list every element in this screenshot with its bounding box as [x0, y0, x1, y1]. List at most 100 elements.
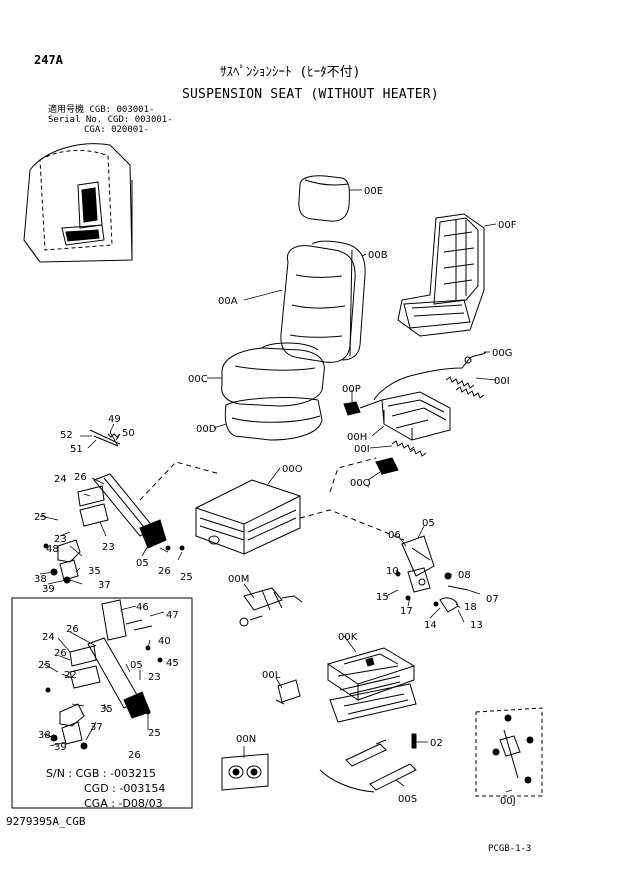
part-label: 25 — [38, 660, 51, 671]
seatbelt-right-assembly — [395, 535, 469, 613]
part-label: 06 — [388, 530, 401, 541]
bracket-00L — [275, 679, 301, 705]
part-label: 38 — [38, 730, 51, 741]
part-label: 07 — [486, 594, 499, 605]
serial-line-3: CGA: 020001- — [84, 125, 150, 135]
part-label: 00G — [492, 348, 512, 359]
inset-line-2: CGD : -003154 — [84, 782, 166, 795]
part-label: 00D — [196, 424, 217, 435]
part-label: 25 — [148, 728, 161, 739]
part-label: 00N — [236, 734, 256, 745]
part-label: 00P — [342, 384, 361, 395]
part-label: 13 — [470, 620, 483, 631]
seatbelt-left-assembly — [43, 429, 185, 584]
part-label: 51 — [70, 444, 83, 455]
cable-00G — [373, 351, 487, 401]
part-label: 00O — [282, 464, 303, 475]
part-label: 08 — [458, 570, 471, 581]
damper-00J — [475, 707, 543, 797]
bolt-02 — [411, 733, 417, 749]
part-label: 00C — [188, 374, 208, 385]
part-label: 45 — [166, 658, 179, 669]
suspension-unit-00O — [195, 479, 301, 555]
part-label: 37 — [98, 580, 111, 591]
part-label: 39 — [54, 742, 67, 753]
inset-serial-note: S/N : CGB : -003215 CGD : -003154 CGA : … — [46, 766, 165, 811]
part-label: 00M — [228, 574, 249, 585]
connector-lines — [139, 457, 405, 541]
part-label: 05 — [136, 558, 149, 569]
suspension-mechanism-00H — [381, 391, 451, 441]
serial-block: 適用号機 CGB: 003001- Serial No. CGD: 003001… — [48, 105, 173, 135]
part-label: 25 — [180, 572, 193, 583]
part-label: 26 — [74, 472, 87, 483]
part-label: 17 — [400, 606, 413, 617]
part-label: 23 — [148, 672, 161, 683]
slide-rail-00K — [326, 647, 417, 723]
leader-lines — [39, 189, 513, 793]
part-label: 00B — [368, 250, 388, 261]
part-label: 37 — [90, 722, 103, 733]
seat-base-00D — [224, 397, 323, 441]
backrest-cover-00B — [311, 240, 366, 361]
sheet-id: PCGB-1-3 — [488, 844, 532, 854]
rails-00S — [319, 739, 417, 793]
part-label: 23 — [102, 542, 115, 553]
title-japanese: ｻｽﾍﾟﾝｼｮﾝｼｰﾄ (ﾋｰﾀ不付) — [220, 65, 361, 80]
inset-line-3: CGA : -D08/03 — [84, 797, 163, 810]
part-label: 52 — [60, 430, 73, 441]
inset-line-1: S/N : CGB : -003215 — [46, 767, 157, 780]
part-label: 40 — [158, 636, 171, 647]
part-label: 24 — [54, 474, 67, 485]
part-label: 39 — [42, 584, 55, 595]
part-label: 05 — [422, 518, 435, 529]
part-labels: 00E00B00F00A00G00C00P00I00D00H00I00Q00O4… — [34, 186, 517, 807]
cab-thumbnail — [23, 143, 133, 263]
caps-00N — [221, 753, 269, 791]
page-number: 247A — [34, 53, 63, 67]
part-label: 00L — [262, 670, 281, 681]
part-label: 23 — [54, 534, 67, 545]
part-label: 00J — [500, 796, 516, 807]
serial-line-2: Serial No. CGD: 003001- — [48, 115, 173, 125]
part-label: 26 — [128, 750, 141, 761]
part-label: 50 — [122, 428, 135, 439]
part-label: 46 — [136, 602, 149, 613]
part-label: 25 — [34, 512, 47, 523]
part-label: 26 — [158, 566, 171, 577]
seat-cushion-00C — [221, 342, 325, 407]
part-label: 26 — [54, 648, 67, 659]
part-label: 47 — [166, 610, 179, 621]
part-label: 10 — [386, 566, 399, 577]
part-label: 48 — [46, 544, 59, 555]
part-label: 05 — [130, 660, 143, 671]
springs-00I-lower — [391, 440, 427, 457]
part-label: 24 — [42, 632, 55, 643]
part-label: 00S — [398, 794, 417, 805]
part-label: 00F — [498, 220, 517, 231]
part-label: 00E — [364, 186, 383, 197]
knob-00Q — [375, 457, 399, 475]
springs-00I-upper — [445, 376, 485, 399]
document-id: 9279395A_CGB — [6, 815, 86, 828]
backrest-00A — [280, 245, 356, 363]
part-label: 49 — [108, 414, 121, 425]
part-label: 02 — [430, 738, 443, 749]
part-label: 00I — [494, 376, 510, 387]
part-label: 15 — [376, 592, 389, 603]
part-label: 38 — [34, 574, 47, 585]
seat-frame-00F — [397, 213, 485, 337]
inset-box — [11, 597, 193, 809]
headrest-00E — [298, 175, 350, 222]
bracket-00M — [239, 587, 303, 627]
part-label: 14 — [424, 620, 437, 631]
part-label: 35 — [100, 704, 113, 715]
part-label: 00A — [218, 296, 238, 307]
lever-knob-00P — [343, 399, 383, 416]
part-label: 26 — [66, 624, 79, 635]
part-label: 22 — [64, 670, 77, 681]
part-label: 35 — [88, 566, 101, 577]
part-label: 00I — [354, 444, 370, 455]
title-english: SUSPENSION SEAT (WITHOUT HEATER) — [182, 87, 439, 102]
